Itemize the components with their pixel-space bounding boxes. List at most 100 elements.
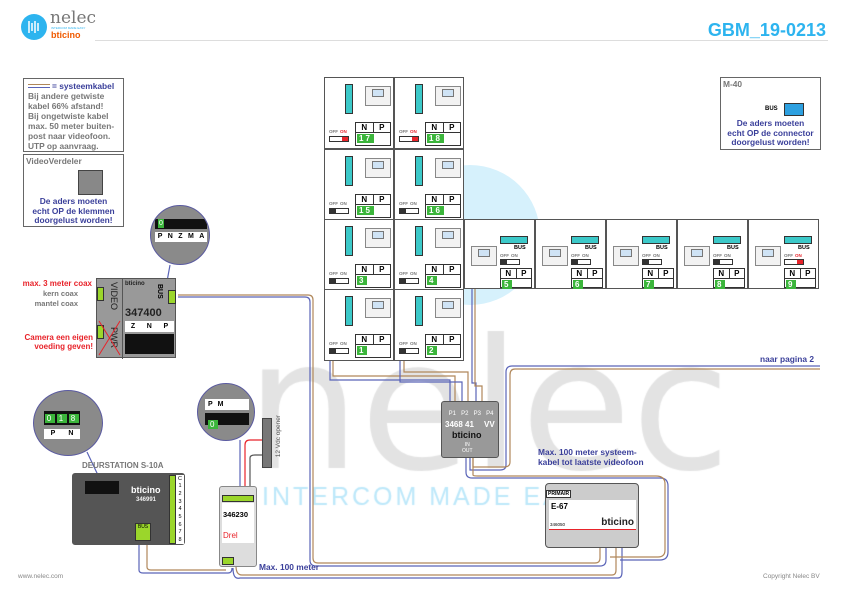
distributor-model: 3468 41 — [445, 420, 474, 429]
monitor-screen-icon — [435, 228, 461, 248]
legend-line: Bij andere getwiste — [28, 91, 105, 101]
n-label: N — [356, 335, 374, 344]
monitor-screen-icon — [755, 246, 781, 266]
website[interactable]: www.nelec.com — [18, 573, 64, 580]
off-label: OFF — [329, 271, 338, 276]
monitor-bus-terminal[interactable] — [415, 296, 423, 326]
monitor-bus-terminal[interactable] — [571, 236, 599, 244]
door-station-bus-terminal[interactable]: BUS — [135, 523, 151, 541]
zoom-digit: 8 — [68, 413, 80, 423]
monitor-bus-terminal[interactable] — [784, 236, 812, 244]
p-label: P — [379, 335, 385, 344]
address-digits: 15 — [357, 206, 374, 215]
on-off-switch[interactable] — [399, 278, 419, 284]
lock-bus-terminal[interactable] — [222, 557, 234, 565]
terminal-label: 1 — [178, 483, 182, 490]
zoom-label: A — [199, 233, 205, 240]
off-label: OFF — [399, 129, 408, 134]
monitor-screen-icon — [365, 158, 391, 178]
on-off-switch[interactable] — [571, 259, 591, 265]
p-label: P — [734, 269, 740, 278]
distributor-brand: bticino — [452, 430, 482, 440]
monitor-screen-icon — [435, 298, 461, 318]
zoom-label: M — [187, 233, 194, 240]
on-off-switch[interactable] — [399, 348, 419, 354]
zoom-label: N — [68, 430, 74, 437]
monitor-screen-icon — [613, 246, 639, 266]
systeemkabel-line-icon — [28, 84, 50, 88]
on-off-switch[interactable] — [713, 259, 733, 265]
n-label: N — [501, 269, 517, 278]
p-label: P — [449, 335, 455, 344]
bus-terminal[interactable] — [168, 290, 176, 304]
monitor-bus-terminal[interactable] — [345, 156, 353, 186]
legend-box: = systeemkabel Bij andere getwiste kabel… — [23, 78, 124, 152]
terminal-label: N — [146, 323, 152, 330]
n-label: N — [426, 265, 444, 274]
legend-line: Bij ongetwiste kabel — [28, 111, 109, 121]
port-label: P1 — [448, 411, 456, 417]
pwr-label: PWR — [109, 327, 119, 348]
address-digits: 3 — [357, 276, 368, 285]
port-label: P4 — [486, 411, 494, 417]
on-off-switch[interactable] — [784, 259, 804, 265]
p-label: P — [805, 269, 811, 278]
monitor-bus-terminal[interactable] — [345, 296, 353, 326]
monitor-bus-terminal[interactable] — [345, 226, 353, 256]
port-label: P3 — [473, 411, 481, 417]
on-off-switch[interactable] — [399, 208, 419, 214]
monitor-bus-terminal[interactable] — [415, 156, 423, 186]
monitor-bus-terminal[interactable] — [415, 226, 423, 256]
m40-note: doorgelust worden! — [731, 137, 810, 147]
address-digits: 16 — [427, 206, 444, 215]
on-off-switch[interactable] — [500, 259, 520, 265]
copyright: Copyright Nelec BV — [763, 573, 820, 580]
monitor-bus-terminal[interactable] — [642, 236, 670, 244]
p-label: P — [663, 269, 669, 278]
n-label: N — [426, 123, 444, 132]
on-off-switch[interactable] — [329, 208, 349, 214]
zoom-label: P — [50, 430, 56, 437]
on-label: ON — [410, 271, 417, 276]
zoom-label: P — [208, 401, 213, 408]
off-label: OFF — [642, 253, 651, 258]
pwr-terminal — [97, 325, 104, 339]
p-label: P — [449, 195, 455, 204]
zoom-digit: 0 — [44, 413, 56, 423]
on-off-switch[interactable] — [329, 278, 349, 284]
terminal-label: 8 — [178, 537, 182, 544]
m40-bus-label: BUS — [765, 106, 778, 112]
videoverdeler-note: De aders moeten — [39, 196, 108, 206]
on-label: ON — [340, 201, 347, 206]
monitor-screen-icon — [684, 246, 710, 266]
zoom-label: M — [217, 401, 224, 408]
monitor-bus-terminal[interactable] — [500, 236, 528, 244]
max-systemkabel-note: Max. 100 meter systeem-kabel tot laatste… — [538, 447, 644, 467]
monitor-bus-terminal[interactable] — [415, 84, 423, 114]
distributor-suffix: VV — [484, 420, 495, 429]
note-line: Max. 100 meter systeem- — [538, 447, 637, 457]
out-label: OUT — [462, 448, 473, 454]
port-label: P2 — [461, 411, 469, 417]
monitor-bus-terminal[interactable] — [713, 236, 741, 244]
terminal-label: P — [163, 323, 169, 330]
n-label: N — [356, 195, 374, 204]
on-off-switch[interactable] — [642, 259, 662, 265]
on-off-switch[interactable] — [399, 136, 419, 142]
on-off-switch[interactable] — [329, 136, 349, 142]
monitor-bus-terminal[interactable] — [345, 84, 353, 114]
logo-bars-icon — [28, 21, 39, 33]
on-off-switch[interactable] — [329, 348, 349, 354]
monitor-screen-icon — [471, 246, 497, 266]
terminal-label: C — [178, 475, 182, 482]
videoverdeler-box: VideoVerdeler De aders moeten echt OP de… — [23, 154, 124, 227]
